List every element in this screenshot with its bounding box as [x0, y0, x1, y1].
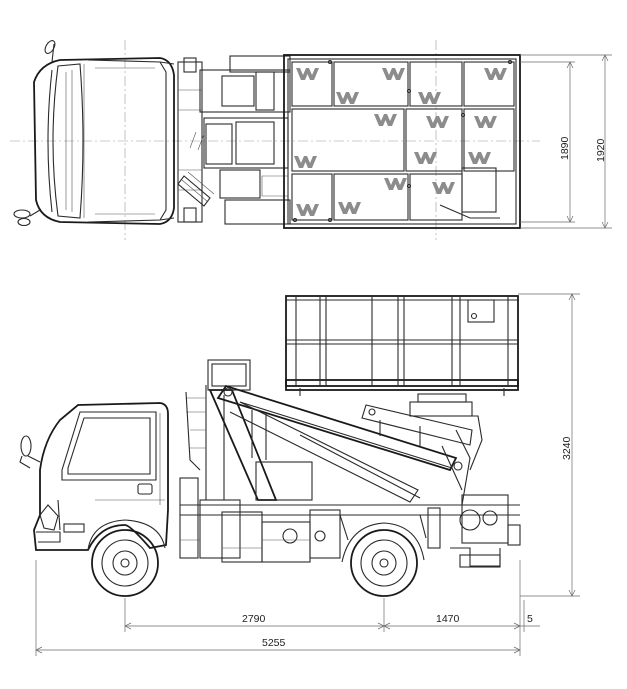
chassis-side: [179, 477, 521, 568]
dim-wheelbase: 2790: [242, 613, 266, 625]
dim-rear-overhang: 1470: [436, 613, 460, 625]
top-view: 1890 1920: [10, 40, 612, 240]
mirror-top-right: [13, 209, 41, 227]
top-dimensions: 1890 1920: [520, 54, 612, 229]
cab-top: [33, 57, 175, 225]
dim-overall-width: 1920: [595, 138, 607, 162]
chassis-top: [177, 55, 291, 225]
mirror-side: [19, 435, 41, 469]
side-dimensions: 3240 2790 1470 5 5255: [35, 293, 580, 656]
side-view: 3240 2790 1470 5 5255: [19, 293, 580, 656]
boom-assembly: [185, 359, 483, 506]
basket-side: [285, 295, 519, 396]
dim-height: 3240: [561, 436, 573, 460]
dim-gap: 5: [527, 613, 533, 625]
platform-top: [283, 54, 521, 229]
front-wheel: [87, 519, 166, 597]
dim-overall-length: 5255: [262, 637, 286, 649]
dim-platform-width: 1890: [559, 136, 571, 160]
cab-side: [33, 402, 169, 551]
rear-wheel: [341, 522, 425, 597]
mirror-top-left: [44, 40, 56, 63]
